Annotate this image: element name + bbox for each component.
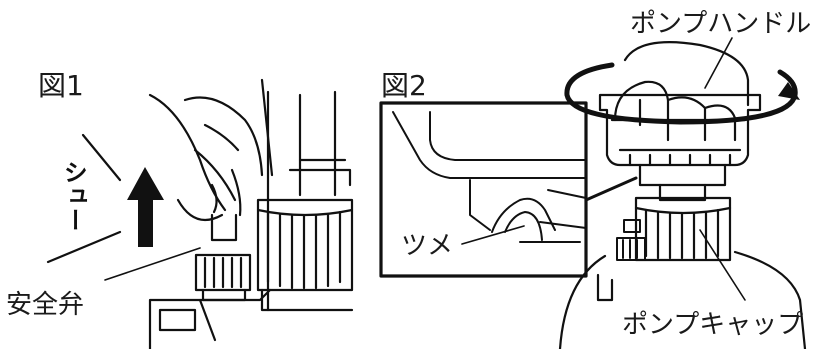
valve-right	[616, 219, 646, 261]
inset-leader-line	[584, 176, 638, 202]
latch-label: ツメ	[401, 231, 454, 261]
pump-handle-label: ポンプハンドル	[630, 9, 812, 39]
handle-leader-line	[704, 37, 733, 89]
motion-line-lower	[46, 230, 122, 264]
figure2-caption: 図2	[381, 69, 427, 102]
tank-body-right	[558, 250, 807, 349]
cap-leader-line	[699, 229, 746, 301]
pump-handle	[598, 93, 762, 167]
hand-left	[148, 78, 274, 222]
inset-detail	[392, 111, 587, 243]
latch-leader-line	[461, 225, 525, 245]
detail-inset-frame	[379, 101, 588, 278]
pump-cap	[634, 196, 732, 262]
motion-line-upper	[81, 133, 122, 182]
safety-valve-label: 安全弁	[6, 290, 85, 320]
motion-label: シュー	[59, 160, 88, 232]
figure1-caption: 図1	[38, 69, 84, 102]
tank-cap-left	[256, 198, 354, 312]
pump-shaft	[638, 163, 727, 202]
base-bracket	[148, 288, 272, 349]
up-arrow-icon	[127, 167, 164, 247]
rotate-arrow-icon	[564, 62, 798, 125]
valve-leader-line	[104, 247, 201, 281]
pump-cap-label: ポンプキャップ	[622, 310, 804, 340]
hand-right	[613, 41, 750, 142]
rotate-arrow-head-icon	[778, 82, 800, 100]
